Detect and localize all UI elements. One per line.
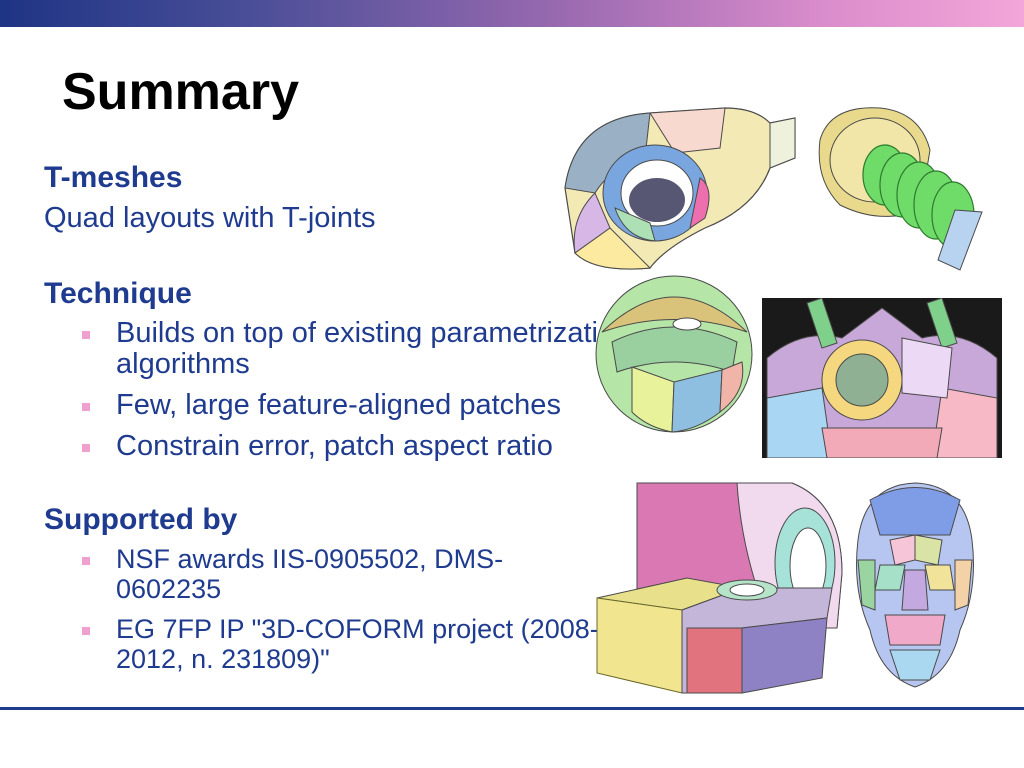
slide-title: Summary (62, 63, 299, 121)
section-heading-technique: Technique (44, 277, 192, 310)
mechanical-block-mesh-image (596, 482, 843, 694)
bullet-item: NSF awards IIS-0905502, DMS-0602235 (82, 544, 602, 604)
bullet-text: NSF awards IIS-0905502, DMS-0602235 (116, 544, 504, 604)
square-bullet-icon (82, 557, 90, 565)
section-heading-tmeshes: T-meshes (44, 161, 183, 194)
sphere-cutaway-mesh-image (595, 275, 753, 433)
bottom-divider (0, 707, 1024, 710)
vase-mesh-image (762, 298, 1002, 458)
bullet-item: EG 7FP IP "3D-COFORM project (2008-2012,… (82, 614, 602, 674)
rocker-arm-mesh-image (564, 107, 796, 270)
bullet-text: EG 7FP IP "3D-COFORM project (2008-2012,… (116, 614, 599, 674)
bullet-item: Few, large feature-aligned patches (82, 390, 644, 421)
square-bullet-icon (82, 444, 90, 452)
section-text-tmeshes: Quad layouts with T-joints (44, 202, 376, 234)
bullet-item: Builds on top of existing parametrizatio… (82, 318, 644, 380)
bullet-text: Constrain error, patch aspect ratio (116, 430, 553, 462)
bullet-item: Constrain error, patch aspect ratio (82, 431, 644, 462)
bullet-text: Few, large feature-aligned patches (116, 389, 561, 421)
head-mesh-image (856, 482, 974, 688)
screw-mesh-image (818, 107, 983, 271)
square-bullet-icon (82, 331, 90, 339)
technique-bullet-list: Builds on top of existing parametrizatio… (44, 318, 644, 462)
square-bullet-icon (82, 627, 90, 635)
square-bullet-icon (82, 403, 90, 411)
bullet-text: Builds on top of existing parametrizatio… (116, 317, 631, 380)
slide-content: T-meshes Quad layouts with T-joints Tech… (44, 160, 644, 684)
top-gradient-bar (0, 0, 1024, 27)
section-heading-supported-by: Supported by (44, 503, 238, 536)
supported-bullet-list: NSF awards IIS-0905502, DMS-0602235 EG 7… (44, 544, 602, 674)
